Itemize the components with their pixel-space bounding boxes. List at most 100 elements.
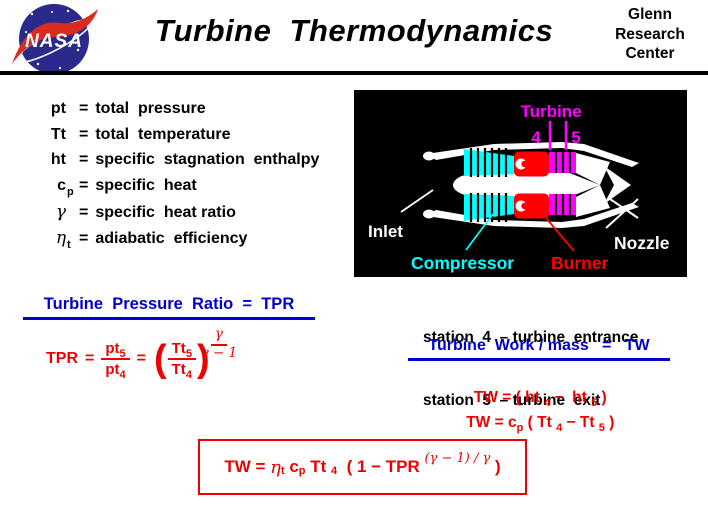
tpr-heading: Turbine Pressure Ratio = TPR	[23, 295, 315, 320]
compressor-blades	[469, 148, 508, 222]
subscript: p	[298, 465, 306, 477]
definition-row: γ = specific heat ratio	[40, 202, 319, 228]
tw-enthalpy-equation: TW = ( ht 4 − ht 5 )	[400, 371, 672, 409]
station-5-note: station 5 – turbine exit	[423, 392, 601, 409]
definition-row: ht = specific stagnation enthalpy	[40, 151, 320, 177]
definition-text: total pressure	[95, 100, 206, 117]
definition-row: Tt = total temperature	[40, 126, 319, 152]
definition-text: specific heat	[95, 176, 197, 194]
subscript: 4	[544, 397, 551, 409]
subscript: p	[516, 422, 524, 434]
tpr-lhs: TPR	[46, 350, 78, 367]
nozzle-leader-line	[609, 198, 639, 219]
symbol-cp: c	[57, 176, 66, 194]
nozzle-label: Nozzle	[614, 233, 670, 253]
symbol-sub: t	[67, 238, 71, 251]
subscript: 5	[119, 347, 126, 360]
equals-sign: =	[79, 204, 89, 222]
definition-row: pt = total pressure	[40, 100, 319, 126]
nasa-logo-swoosh	[12, 9, 98, 64]
gamma-exponent: γ γ − 1	[200, 326, 238, 361]
equation-text: ( Tt	[523, 414, 557, 431]
definitions-list: pt = total pressure Tt = total temperatu…	[40, 100, 320, 254]
equation-text: c	[284, 457, 299, 476]
page-title: Turbine Thermodynamics	[154, 13, 554, 48]
tw-temperature-equation: TW = cp ( Tt 4 − Tt 5 )	[400, 396, 672, 434]
engine-cowl	[423, 142, 639, 228]
subscript: t	[280, 465, 285, 477]
subscript: 5	[591, 397, 598, 409]
station-4-label: 4	[531, 128, 541, 147]
open-paren: (	[153, 337, 167, 380]
station-5-label: 5	[571, 128, 580, 147]
equation-text: − Tt	[562, 414, 599, 431]
fraction-denominator: pt	[105, 361, 120, 378]
burner-label: Burner	[551, 253, 609, 273]
equation-text: )	[597, 389, 607, 406]
compressor-section	[464, 148, 514, 222]
org-line-2: Research	[615, 25, 685, 43]
fraction-denominator: Tt	[171, 361, 186, 378]
compressor-label: Compressor	[411, 253, 514, 273]
station-4-note: station 4 – turbine entrance	[423, 329, 639, 346]
org-line-3: Center	[625, 45, 675, 62]
equals-sign: =	[79, 176, 89, 194]
turbine-section	[549, 152, 576, 215]
nozzle-leader-line	[605, 198, 639, 229]
equals-sign: =	[85, 350, 95, 367]
symbol-eta: η	[55, 227, 66, 248]
equation-text: )	[604, 414, 615, 431]
symbol-gamma: γ	[55, 202, 66, 223]
equation-text: Tt	[305, 457, 332, 476]
inlet-leader-line	[400, 189, 434, 213]
definition-text: total temperature	[95, 125, 231, 143]
turbine-blades	[554, 152, 572, 215]
definition-text: specific heat ratio	[95, 204, 236, 222]
symbol-sub: p	[67, 185, 74, 198]
burner-leader-line	[545, 217, 575, 252]
equals-sign: =	[79, 229, 89, 247]
equals-sign: =	[79, 151, 89, 169]
subscript: 5	[598, 422, 605, 434]
org-name: Glenn Research Center	[594, 5, 706, 64]
engine-centerbody	[453, 153, 631, 217]
pressure-fraction: pt5 pt4	[101, 340, 130, 381]
turbine-label: Turbine	[520, 102, 581, 121]
org-line-1: Glenn	[628, 6, 672, 23]
equation-text: ( 1 − TPR	[337, 457, 425, 476]
nasa-logo-text: NASA	[25, 31, 83, 52]
nasa-logo-globe	[19, 4, 89, 74]
equation-text: TW = ( ht	[473, 389, 545, 406]
subscript: 4	[119, 369, 126, 381]
tpr-equation: TPR = pt5 pt4 = ( Tt5 Tt4 ) γ γ − 1	[46, 326, 238, 389]
subscript: 4	[185, 369, 192, 381]
tw-heading: Turbine Work / mass = TW	[408, 337, 670, 361]
equals-sign: =	[136, 350, 146, 367]
eta-symbol: η	[270, 456, 281, 478]
exponent-numerator: γ	[210, 326, 227, 346]
header-divider	[0, 71, 708, 75]
equation-text: )	[490, 457, 501, 476]
subscript: 4	[331, 465, 338, 477]
exponent-denominator: γ − 1	[200, 344, 238, 361]
definition-text: adiabatic efficiency	[95, 229, 248, 247]
burner-section	[514, 151, 549, 219]
symbol-Tt: Tt	[50, 125, 66, 143]
subscript: 5	[185, 347, 192, 360]
temperature-fraction: Tt5 Tt4	[167, 339, 196, 381]
close-paren: )	[196, 337, 210, 380]
symbol-pt: pt	[50, 100, 66, 117]
equals-sign: =	[79, 100, 89, 117]
equation-text: TW =	[224, 457, 271, 476]
equation-text: TW = c	[466, 414, 517, 431]
definition-text: specific stagnation enthalpy	[95, 151, 320, 169]
inlet-label: Inlet	[368, 222, 403, 241]
equation-text: − ht	[550, 389, 592, 406]
fraction-numerator: Tt	[171, 339, 186, 357]
compressor-leader-line	[465, 213, 494, 251]
station-notes: station 4 – turbine entrance station 5 –…	[423, 285, 638, 432]
